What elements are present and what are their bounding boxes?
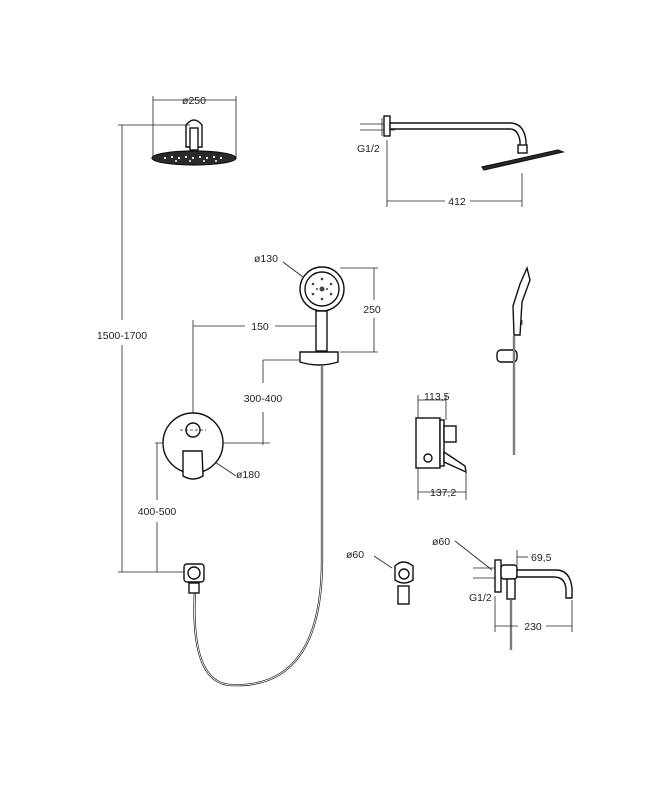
dim-flange-diameter: ø180 bbox=[236, 469, 260, 481]
dim-arm-length: 412 bbox=[448, 196, 466, 208]
handshower-holes bbox=[311, 277, 333, 301]
hand-shower: ø130 250 150 bbox=[192, 253, 381, 420]
wall-elbow-front bbox=[183, 563, 205, 594]
overhead-shower-side: G1/2 412 bbox=[357, 115, 566, 208]
dim-elbow-diameter: ø60 bbox=[346, 549, 364, 561]
mixer-front: 300-400 ø180 400-500 bbox=[138, 359, 300, 572]
dim-handshower-diameter: ø130 bbox=[254, 253, 278, 265]
dim-range-300-400: 300-400 bbox=[244, 393, 283, 405]
dim-spout-offset: 69,5 bbox=[531, 552, 552, 564]
dim-depth-113: 113,5 bbox=[424, 391, 450, 403]
dim-offset-150: 150 bbox=[251, 321, 269, 333]
dim-spout-length: 230 bbox=[524, 621, 542, 633]
hand-shower-side bbox=[496, 265, 531, 455]
dim-total-height: 1500-1700 bbox=[97, 330, 147, 342]
wall-elbow-side: ø60 bbox=[346, 549, 414, 605]
overhead-shower-front: ø250 bbox=[151, 95, 237, 166]
dim-head-diameter: ø250 bbox=[182, 95, 206, 107]
bath-spout: ø60 69,5 G1/2 230 bbox=[432, 536, 573, 650]
mixer-side: 113,5 137,2 bbox=[415, 391, 467, 500]
dim-thread-bottom: G1/2 bbox=[469, 592, 492, 604]
dim-spout-flange-diameter: ø60 bbox=[432, 536, 450, 548]
dim-depth-137: 137,2 bbox=[430, 487, 456, 499]
shower-hose bbox=[193, 365, 324, 687]
dim-handshower-height: 250 bbox=[363, 304, 381, 316]
dim-thread-top: G1/2 bbox=[357, 143, 380, 155]
dim-range-400-500: 400-500 bbox=[138, 506, 177, 518]
total-height-dimension: 1500-1700 bbox=[97, 124, 190, 573]
nozzle-dots bbox=[163, 155, 223, 162]
